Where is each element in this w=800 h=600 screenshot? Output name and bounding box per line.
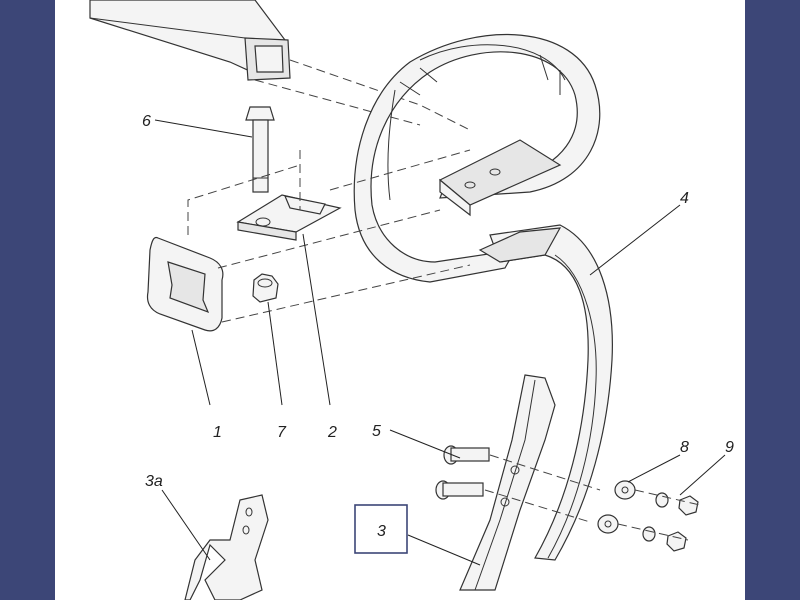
label-9: 9 bbox=[725, 439, 734, 456]
label-8: 8 bbox=[680, 439, 689, 456]
spring-tine-coil bbox=[353, 33, 601, 283]
washers-8 bbox=[597, 480, 636, 534]
square-tube-beam bbox=[89, 0, 291, 81]
label-3: 3 bbox=[377, 523, 386, 540]
clamp-plate-2 bbox=[236, 194, 342, 241]
label-2: 2 bbox=[327, 424, 337, 441]
label-4: 4 bbox=[680, 190, 689, 207]
drawing-canvas: 6 1 7 2 4 5 8 9 3 3a bbox=[89, 0, 734, 600]
label-1: 1 bbox=[213, 424, 222, 441]
share-3a bbox=[184, 494, 269, 600]
highlight-box bbox=[354, 504, 408, 554]
label-6: 6 bbox=[142, 113, 151, 130]
exploded-assembly-drawing: 6 1 7 2 4 5 8 9 3 3a bbox=[55, 0, 745, 600]
nuts-9 bbox=[642, 492, 699, 552]
spring-mount-plate bbox=[438, 139, 562, 217]
nut-7 bbox=[252, 273, 279, 303]
clamp-frame-1 bbox=[146, 236, 224, 332]
shank-3 bbox=[459, 374, 556, 591]
bolts-5 bbox=[435, 445, 490, 500]
spring-tine-arm bbox=[478, 224, 613, 561]
label-3a: 3a bbox=[145, 473, 163, 490]
label-7: 7 bbox=[277, 424, 287, 441]
bolt-6 bbox=[245, 106, 275, 193]
label-5: 5 bbox=[372, 423, 381, 440]
